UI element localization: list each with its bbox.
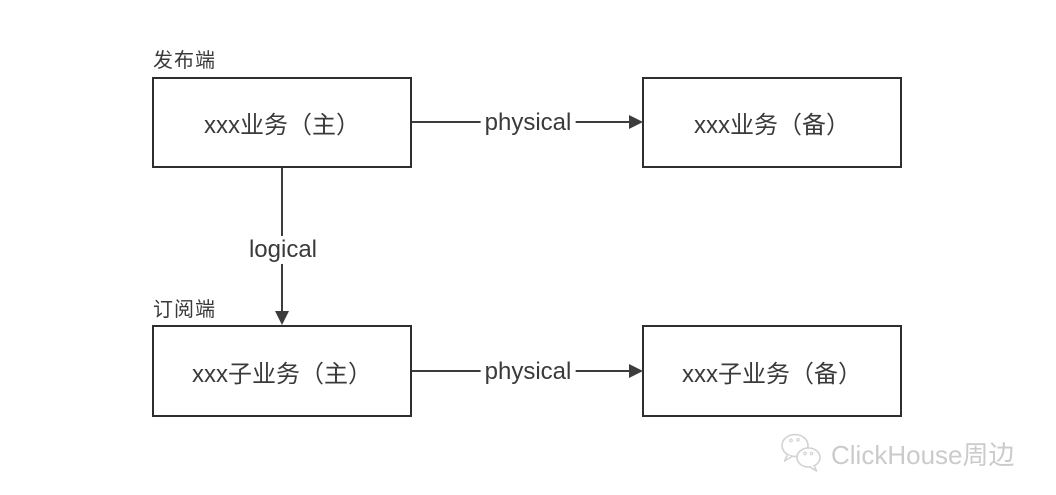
edge-physical-bottom-label: physical xyxy=(480,358,576,386)
node-sub-backup: xxx子业务（备） xyxy=(642,325,902,417)
edge-physical-top-label: physical xyxy=(480,109,576,137)
node-sub-primary: xxx子业务（主） xyxy=(152,325,412,417)
arrowhead-right-top-icon xyxy=(629,115,643,129)
watermark-text: ClickHouse周边 xyxy=(831,439,1015,470)
node-sub-backup-label: xxx子业务（备） xyxy=(682,360,862,388)
wechat-icon xyxy=(778,431,824,475)
arrowhead-down-icon xyxy=(275,311,289,325)
node-main-backup-label: xxx业务（备） xyxy=(694,112,850,139)
publisher-region-label: 发布端 xyxy=(153,50,216,72)
edge-logical-label: logical xyxy=(244,236,322,264)
watermark: ClickHouse周边 xyxy=(778,431,1015,475)
node-main-primary: xxx业务（主） xyxy=(152,77,412,168)
node-sub-primary-label: xxx子业务（主） xyxy=(192,360,372,388)
node-main-backup: xxx业务（备） xyxy=(642,77,902,168)
arrowhead-right-bottom-icon xyxy=(629,364,643,378)
node-main-primary-label: xxx业务（主） xyxy=(204,112,360,139)
subscriber-region-label: 订阅端 xyxy=(153,299,216,321)
